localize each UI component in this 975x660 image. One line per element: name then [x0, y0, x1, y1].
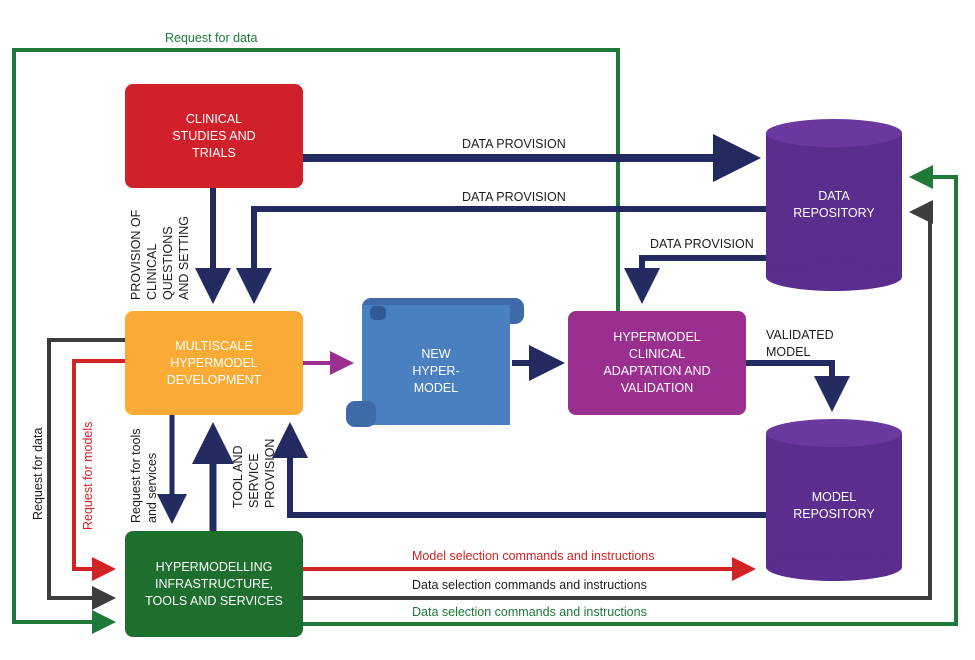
data-provision-arrow-3 — [624, 255, 766, 304]
request-for-data-left-label: Request for data — [31, 427, 45, 520]
provision-clinical-questions-label: PROVISION OF CLINICAL QUESTIONS AND SETT… — [129, 209, 191, 300]
data-provision-label-1: DATA PROVISION — [462, 137, 566, 151]
data-repository-label: DATA REPOSITORY — [793, 189, 875, 220]
data-selection-green-arrow — [303, 165, 958, 626]
request-for-data-top-label: Request for data — [165, 31, 258, 45]
tool-service-provision-label: TOOL AND SERVICE PROVISION — [231, 438, 277, 508]
request-for-models-label: Request for models — [81, 421, 95, 530]
data-selection-gray-label: Data selection commands and instructions — [412, 578, 647, 592]
data-selection-gray-arrow — [303, 200, 933, 600]
request-for-models-arrow — [72, 359, 125, 581]
data-repository-cylinder — [766, 119, 902, 291]
new-hypermodel-label: NEW HYPER- MODEL — [412, 347, 460, 395]
infrastructure-box: HYPERMODELLING INFRASTRUCTURE, TOOLS AND… — [125, 531, 303, 637]
validated-model-arrow — [746, 360, 850, 412]
hypermodel-scroll — [346, 298, 524, 427]
data-provision-arrow-2 — [236, 206, 766, 304]
model-repo-return-arrow — [272, 422, 766, 518]
request-for-data-top-arrow — [12, 48, 620, 634]
validated-model-label: VALIDATED MODEL — [766, 328, 834, 359]
model-selection-label: Model selection commands and instruction… — [412, 549, 655, 563]
model-repository-cylinder — [766, 419, 902, 581]
request-for-data-left-arrow — [47, 338, 125, 610]
clinical-studies-box: CLINICAL STUDIES AND TRIALS — [125, 84, 303, 188]
request-for-tools-label: Request for tools and services — [129, 428, 159, 524]
data-provision-label-3: DATA PROVISION — [650, 237, 754, 251]
data-provision-label-2: DATA PROVISION — [462, 190, 566, 204]
data-selection-green-label: Data selection commands and instructions — [412, 605, 647, 619]
multiscale-development-box: MULTISCALE HYPERMODEL DEVELOPMENT — [125, 311, 303, 415]
adaptation-validation-box: HYPERMODEL CLINICAL ADAPTATION AND VALID… — [568, 311, 746, 415]
model-repository-label: MODEL REPOSITORY — [793, 490, 875, 521]
